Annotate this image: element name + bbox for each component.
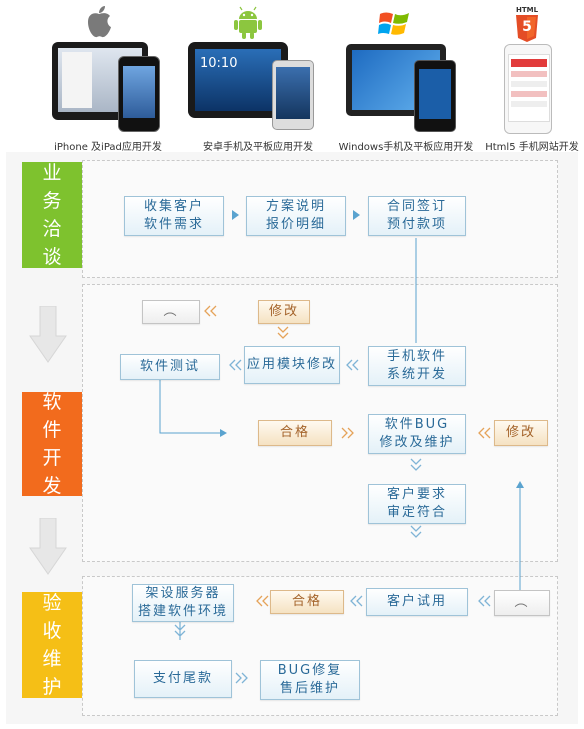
- step-contract-line2: 预付款项: [386, 217, 447, 232]
- html5-number: 5: [522, 19, 532, 35]
- step-customer-trial: 客户试用: [366, 588, 468, 616]
- step-collect-requirements: 收集客户软件需求: [124, 196, 224, 236]
- step-module-fix: 应用模块修改: [244, 346, 340, 384]
- smile-box-bottom-glyph: ︵: [514, 595, 530, 610]
- step-test-label: 软件测试: [139, 359, 200, 374]
- step-collect-line2: 软件需求: [143, 217, 204, 232]
- step-develop-line1: 手机软件: [386, 349, 447, 364]
- html5-phone-device: [504, 44, 552, 134]
- step-review-line2: 审定符合: [386, 505, 447, 520]
- step-plan-quote: 方案说明报价明细: [246, 196, 346, 236]
- stage-negotiation: 业务洽谈: [22, 162, 82, 268]
- step-after-sale-line2: 售后维护: [279, 681, 340, 696]
- stage-development: 软件开发: [22, 391, 82, 497]
- platform-label-android: 安卓手机及平板应用开发: [203, 142, 313, 153]
- android-phone-device: [272, 60, 314, 130]
- iphone-device: [118, 56, 160, 132]
- step-server-line2: 搭建软件环境: [137, 604, 228, 619]
- step-server-setup: 架设服务器搭建软件环境: [132, 584, 234, 622]
- step-payment-label: 支付尾款: [152, 671, 213, 686]
- html5-badge-text: HTML: [515, 6, 539, 14]
- platform-label-html5: Html5 手机网站开发: [485, 142, 579, 153]
- step-customer-trial-label: 客户试用: [386, 594, 447, 609]
- step-bug-fix: 软件BUG 修改及维护: [368, 414, 466, 454]
- stage-acceptance: 验收维护: [22, 592, 82, 698]
- smile-box-top: ︵: [142, 300, 200, 324]
- platform-label-windows: Windows手机及平板应用开发: [338, 142, 474, 153]
- step-develop-line2: 系统开发: [386, 367, 447, 382]
- stage-negotiation-label: 业务洽谈: [42, 162, 62, 268]
- step-modify-top: 修改: [258, 300, 310, 324]
- step-pass-bottom-label: 合格: [291, 594, 322, 609]
- step-contract: 合同签订预付款项: [368, 196, 466, 236]
- stage-development-label: 软件开发: [42, 391, 62, 497]
- step-after-sale-line1: BUG修复: [277, 663, 343, 678]
- android-icon: [233, 6, 263, 40]
- step-plan-line2: 报价明细: [265, 217, 326, 232]
- step-develop: 手机软件系统开发: [368, 346, 466, 386]
- step-collect-line1: 收集客户: [143, 199, 204, 214]
- step-review: 客户要求审定符合: [368, 484, 466, 524]
- windows-phone-device: [414, 60, 456, 132]
- step-module-fix-label: 应用模块修改: [246, 357, 337, 372]
- step-test: 软件测试: [120, 354, 220, 380]
- smile-box-top-glyph: ︵: [163, 304, 179, 319]
- html5-icon: HTML 5: [514, 6, 540, 42]
- step-modify-top-label: 修改: [268, 304, 299, 319]
- stage-down-arrow-1: [29, 306, 67, 363]
- step-server-line1: 架设服务器: [145, 586, 221, 601]
- apple-icon: [84, 4, 114, 40]
- step-contract-line1: 合同签订: [386, 199, 447, 214]
- step-after-sale: BUG修复售后维护: [260, 660, 360, 700]
- step-pass-bottom: 合格: [270, 590, 344, 614]
- step-review-line1: 客户要求: [386, 487, 447, 502]
- stage-acceptance-label: 验收维护: [42, 592, 62, 698]
- step-plan-line1: 方案说明: [265, 199, 326, 214]
- step-pass-mid-label: 合格: [279, 425, 310, 440]
- step-bug-fix-line2: 修改及维护: [379, 435, 455, 450]
- step-modify-right-label: 修改: [505, 425, 536, 440]
- platform-label-ios: iPhone 及iPad应用开发: [54, 142, 162, 153]
- step-payment: 支付尾款: [134, 660, 232, 698]
- step-pass-mid: 合格: [258, 420, 332, 446]
- smile-box-bottom: ︵: [494, 590, 550, 616]
- stage-down-arrow-2: [29, 518, 67, 575]
- step-modify-right: 修改: [494, 420, 548, 446]
- windows-icon: [378, 8, 412, 40]
- android-tablet-device: 10:10: [188, 42, 288, 118]
- step-bug-fix-line1: 软件BUG: [384, 417, 450, 432]
